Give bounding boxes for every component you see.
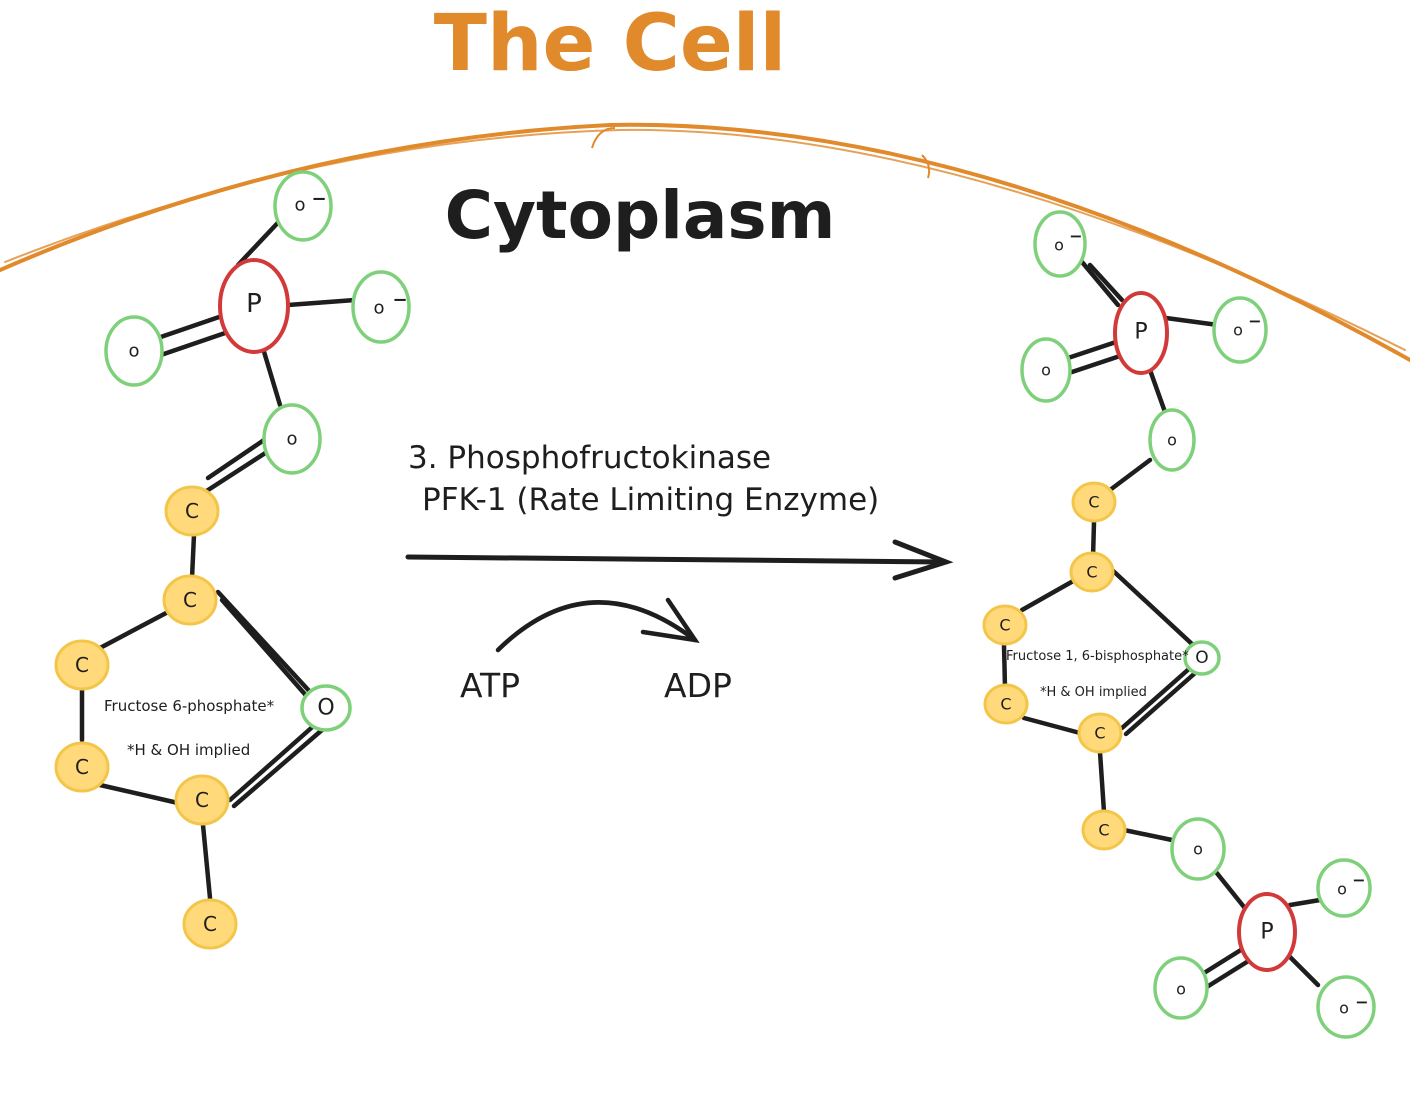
right-carbons	[982, 481, 1127, 851]
left-o-label-3: o	[128, 341, 139, 362]
right-molecule: P P o − o − o o O o o − o o − C C C C C …	[982, 210, 1376, 1039]
left-o-minus-2: −	[392, 290, 407, 311]
right-ring-o-label: O	[1195, 648, 1208, 668]
left-c-label-3: C	[75, 653, 89, 677]
left-phosphorus-atom	[218, 258, 290, 354]
left-molecule-name: Fructose 6-phosphate*	[104, 697, 275, 715]
atp-label: ATP	[460, 666, 520, 705]
right-c-label-3: C	[999, 616, 1010, 635]
right-o-minus-6: −	[1352, 871, 1365, 890]
right-o-label-3: o	[1041, 361, 1051, 380]
right-o-minus-2: −	[1248, 312, 1261, 331]
adp-label: ADP	[664, 666, 732, 705]
right-o-label-5: o	[1193, 840, 1203, 859]
right-phosphorus-atom-2	[1237, 892, 1297, 972]
right-o-label-4: o	[1167, 431, 1177, 450]
left-molecule: P o − o − o o O C C C C C C Fructose 6-p…	[54, 170, 411, 950]
left-c-label-2: C	[183, 588, 197, 612]
reaction-step-label: 3. Phosphofructokinase	[408, 440, 771, 476]
left-c-label-4: C	[75, 755, 89, 779]
right-p-label-2: P	[1260, 920, 1273, 945]
right-o-label-8: o	[1339, 999, 1349, 1018]
right-c-label-5: C	[1094, 724, 1105, 743]
left-c-label-1: C	[185, 499, 199, 523]
right-o-label-1: o	[1054, 236, 1064, 255]
diagram-title: The Cell	[434, 0, 786, 89]
left-oxygens	[104, 170, 411, 732]
right-o-minus-8: −	[1355, 993, 1368, 1012]
left-c-label-6: C	[203, 912, 217, 936]
left-o-minus-1: −	[311, 189, 326, 210]
right-o-label-2: o	[1233, 321, 1243, 340]
left-molecule-note: *H & OH implied	[127, 741, 250, 759]
enzyme-label: PFK-1 (Rate Limiting Enzyme)	[422, 482, 879, 518]
left-ring-o-label: O	[317, 696, 334, 721]
right-p-label-1: P	[1134, 320, 1147, 345]
right-o-label-6: o	[1337, 880, 1347, 899]
right-c-label-4: C	[1000, 695, 1011, 714]
left-carbons	[54, 485, 238, 950]
cell-membrane-sketch	[4, 128, 1406, 351]
cytoplasm-label: Cytoplasm	[445, 177, 836, 254]
left-o-label-2: o	[373, 298, 384, 319]
left-o-label-1: o	[294, 195, 305, 216]
reaction-arrow	[405, 539, 954, 581]
right-molecule-name: Fructose 1, 6-bisphosphate*	[1006, 649, 1189, 664]
cofactor-arrow	[495, 597, 700, 653]
right-o-minus-1: −	[1069, 227, 1082, 246]
right-c-label-6: C	[1098, 821, 1109, 840]
left-o-label-4: o	[286, 429, 297, 450]
right-molecule-note: *H & OH implied	[1040, 685, 1147, 700]
right-o-label-7: o	[1176, 980, 1186, 999]
right-bonds	[1001, 259, 1323, 993]
left-bonds	[79, 209, 358, 901]
right-c-label-1: C	[1088, 493, 1099, 512]
membrane-tick-1	[591, 127, 616, 149]
right-c-label-2: C	[1086, 563, 1097, 582]
right-phosphorus-atom-1	[1113, 291, 1169, 375]
membrane-tick-2	[921, 154, 931, 179]
left-p-label: P	[246, 289, 262, 319]
right-oxygens	[1020, 210, 1376, 1039]
left-c-label-5: C	[195, 788, 209, 812]
